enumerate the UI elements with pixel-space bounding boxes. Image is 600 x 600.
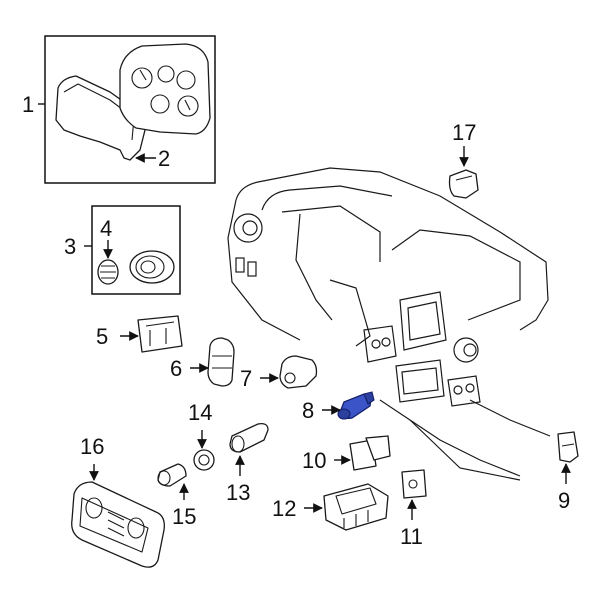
- callout-5: 5: [96, 324, 108, 349]
- callout-6: 6: [170, 356, 182, 381]
- callout-10: 10: [302, 448, 326, 473]
- instrument-cluster-group: [38, 35, 216, 184]
- cluster-bezel: [55, 75, 147, 161]
- part-9-switch: [557, 431, 579, 484]
- part-5-switch: [120, 315, 183, 353]
- headlamp-switch-group: [84, 205, 181, 295]
- callout-14: 14: [188, 400, 212, 425]
- cluster-group-box: [44, 35, 216, 184]
- callout-9: 9: [558, 488, 570, 513]
- callout-17: 17: [452, 120, 476, 145]
- part-16-climate-control: [71, 464, 165, 568]
- callout-4: 4: [100, 216, 112, 241]
- callout-11: 11: [400, 524, 423, 549]
- part-12-module: [304, 483, 389, 531]
- part-14-ring: [193, 430, 215, 471]
- part-15-socket: [157, 463, 189, 500]
- callout-2: 2: [158, 146, 170, 171]
- part-11-connector: [401, 469, 427, 520]
- callout-7: 7: [240, 366, 252, 391]
- callout-3: 3: [64, 234, 76, 259]
- callout-8: 8: [302, 398, 314, 423]
- callout-13: 13: [226, 480, 250, 505]
- instrument-panel-outline: [227, 167, 551, 481]
- part-6-switch: [190, 337, 235, 387]
- callout-15: 15: [172, 504, 196, 529]
- part-13-lighter: [229, 422, 269, 476]
- switch-group-box: [91, 205, 181, 295]
- cluster-assembly: [119, 43, 211, 135]
- callout-16: 16: [80, 434, 104, 459]
- part-7-switch: [260, 355, 318, 389]
- callout-1: 1: [22, 92, 34, 117]
- part-17-switch: [448, 146, 479, 199]
- callout-12: 12: [272, 496, 296, 521]
- part-8-highlighted: [322, 391, 375, 420]
- part-10-switch: [334, 435, 391, 471]
